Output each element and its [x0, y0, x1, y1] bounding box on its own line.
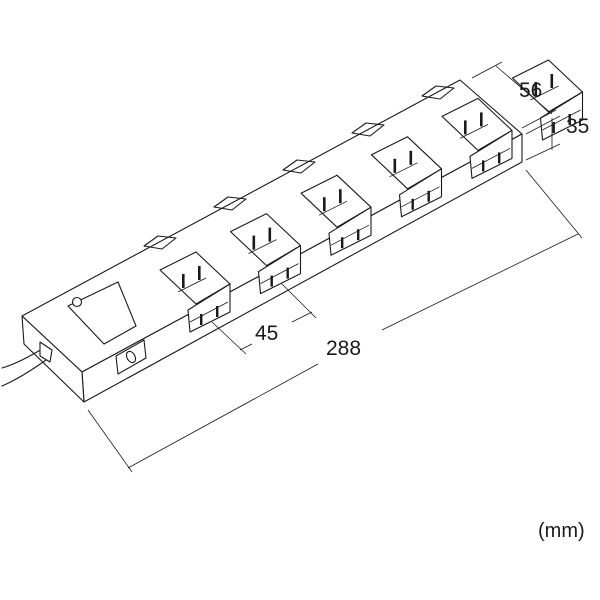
- outlet-front-plate: [398, 168, 443, 218]
- outlet-slot: [411, 198, 414, 210]
- unit-label: (mm): [538, 520, 585, 542]
- outlet-front-plate: [257, 245, 302, 295]
- outlet-front-plate: [187, 283, 231, 333]
- outlet: [229, 213, 302, 295]
- outlet-edge-line: [189, 301, 229, 323]
- strip-end-face: [21, 315, 85, 403]
- master-switch: [67, 281, 137, 345]
- outlet-ground-line: [389, 162, 418, 178]
- outlet-edge-line: [260, 263, 299, 284]
- dimension-lines: [87, 61, 583, 473]
- outlet-slot: [268, 227, 272, 242]
- depth-label: 56: [519, 79, 542, 102]
- outlet-slot: [323, 197, 326, 212]
- outlet-slot: [252, 235, 256, 250]
- outlet-slot: [270, 275, 273, 287]
- power-cord: [1, 341, 53, 387]
- outlet-edge-line: [471, 148, 511, 169]
- outlet: [300, 174, 372, 256]
- outlet-slot: [427, 190, 430, 202]
- outlet-ground-line: [459, 124, 489, 139]
- pilot-lamp-icon: [71, 296, 83, 308]
- outlet-slot: [357, 229, 360, 241]
- outlet-ground-line: [530, 85, 559, 101]
- outlet-edge-line: [401, 186, 440, 208]
- power-strip: [1, 59, 584, 403]
- length-label: 288: [326, 337, 361, 360]
- outlet-front-plate: [469, 129, 513, 179]
- outlet-slot: [409, 150, 413, 165]
- outlet-slot: [341, 237, 344, 249]
- outlets: [159, 59, 584, 333]
- outlet-slot: [182, 274, 185, 288]
- outlet-front-plate: [328, 206, 372, 256]
- outlet-slot: [339, 189, 342, 204]
- outlet-slot: [482, 160, 485, 172]
- outlet-slot: [550, 74, 554, 88]
- outlet-slot: [480, 112, 483, 127]
- outlet-slot: [464, 120, 467, 135]
- front-indicator: [115, 339, 147, 375]
- outlet-slot: [286, 267, 289, 279]
- outlet-slot: [498, 152, 501, 164]
- height-label: 35: [566, 115, 589, 138]
- outlet-slot: [568, 114, 571, 125]
- outlet-edge-line: [542, 109, 581, 131]
- individual-switches: [143, 85, 455, 250]
- outlet-slot: [216, 306, 219, 317]
- outlet-ground-line: [248, 239, 277, 254]
- outlet-slot: [393, 158, 397, 173]
- outlet-slot: [534, 82, 538, 96]
- outlet-slot: [200, 314, 203, 325]
- outlet-front-plate: [539, 91, 584, 141]
- outlet-ground-line: [177, 277, 207, 293]
- outlet-ground-line: [318, 200, 348, 216]
- outlet: [159, 251, 231, 333]
- outlet: [370, 136, 443, 218]
- pitch-label: 45: [255, 322, 278, 345]
- outlet-edge-line: [330, 224, 370, 246]
- outlet: [441, 97, 513, 179]
- outlet-slot: [198, 266, 201, 280]
- outlet-slot: [552, 122, 555, 133]
